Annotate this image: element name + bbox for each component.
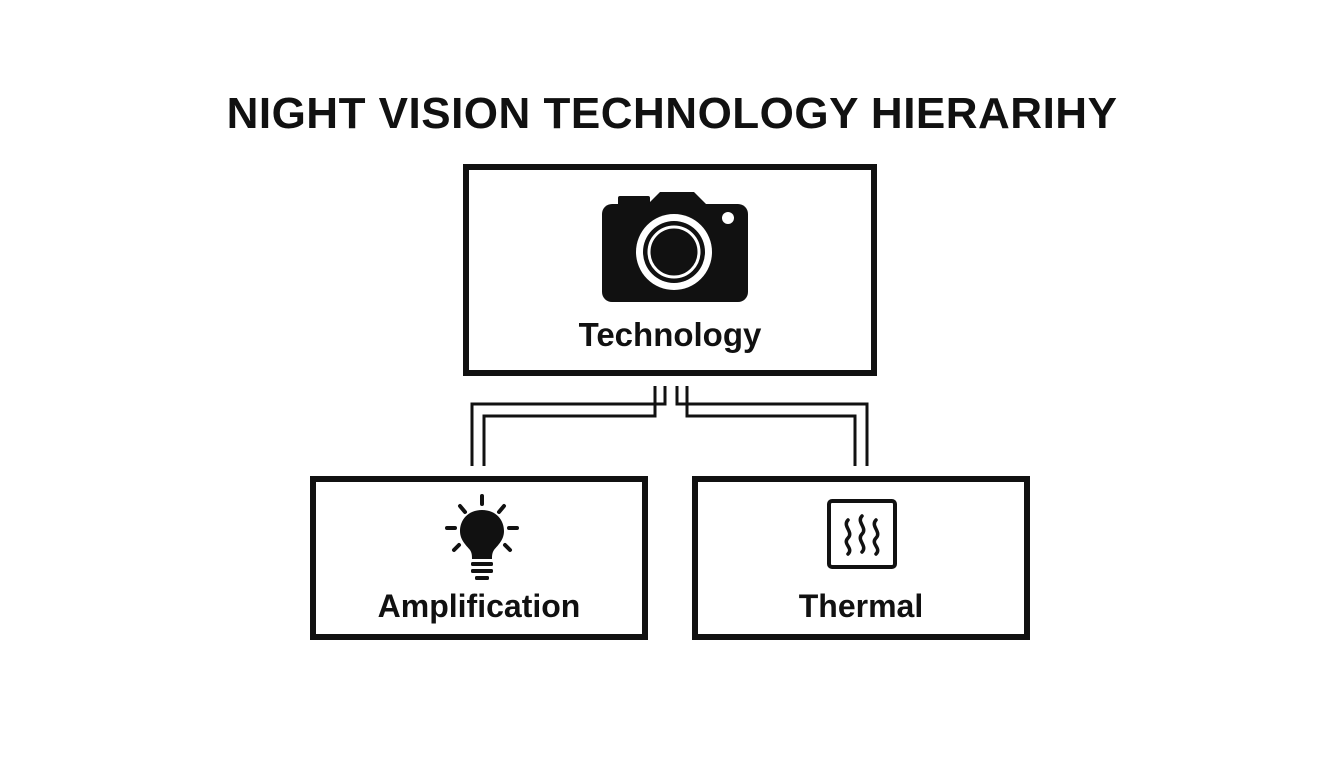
node-thermal-label: Thermal	[798, 588, 924, 624]
diagram-title: NIGHT VISION TECHNOLOGY HIERARIHY	[226, 89, 1118, 138]
camera-icon	[602, 192, 748, 302]
node-thermal: Thermal	[692, 476, 1030, 640]
connector-left-inner	[482, 386, 657, 466]
connector-right-inner	[685, 386, 857, 466]
lightbulb-icon	[445, 494, 519, 580]
connector-right-outer	[675, 386, 869, 466]
node-technology: Technology	[463, 164, 877, 376]
heat-waves-icon	[827, 499, 897, 569]
node-amplification: Amplification	[310, 476, 648, 640]
node-technology-label: Technology	[578, 316, 762, 353]
connector-left-outer	[470, 386, 667, 466]
node-amplification-label: Amplification	[377, 588, 581, 624]
